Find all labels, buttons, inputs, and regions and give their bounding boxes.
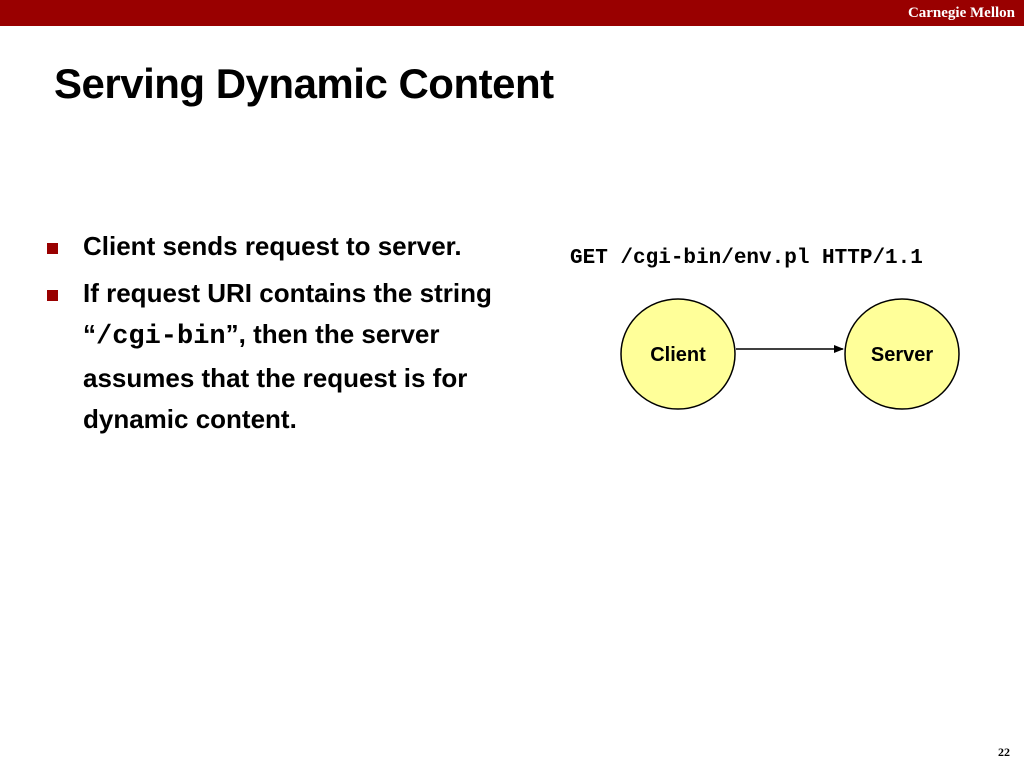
bullet-text-before: If request URI contains the string “ xyxy=(83,278,492,349)
square-bullet-icon xyxy=(47,243,58,254)
bullet-text-after: ”, then the server assumes that the requ… xyxy=(83,319,468,434)
slide-title: Serving Dynamic Content xyxy=(54,60,554,107)
client-label: Client xyxy=(650,344,706,366)
bullet-item: Client sends request to server. xyxy=(40,226,530,267)
bullet-code: /cgi-bin xyxy=(96,322,226,352)
header-bar: Carnegie Mellon xyxy=(0,0,1024,26)
bullet-list: Client sends request to server. If reque… xyxy=(40,226,530,446)
server-label: Server xyxy=(871,344,933,366)
http-request-line: GET /cgi-bin/env.pl HTTP/1.1 xyxy=(570,247,923,270)
server-node xyxy=(844,298,960,410)
page-number: 22 xyxy=(998,745,1010,759)
bullet-text: Client sends request to server. xyxy=(83,231,462,261)
brand-name: Carnegie Mellon xyxy=(907,5,1015,21)
client-server-diagram: Client Server xyxy=(620,298,960,410)
client-node xyxy=(620,298,736,410)
square-bullet-icon xyxy=(47,290,58,301)
bullet-item: If request URI contains the string “/cgi… xyxy=(40,273,530,440)
